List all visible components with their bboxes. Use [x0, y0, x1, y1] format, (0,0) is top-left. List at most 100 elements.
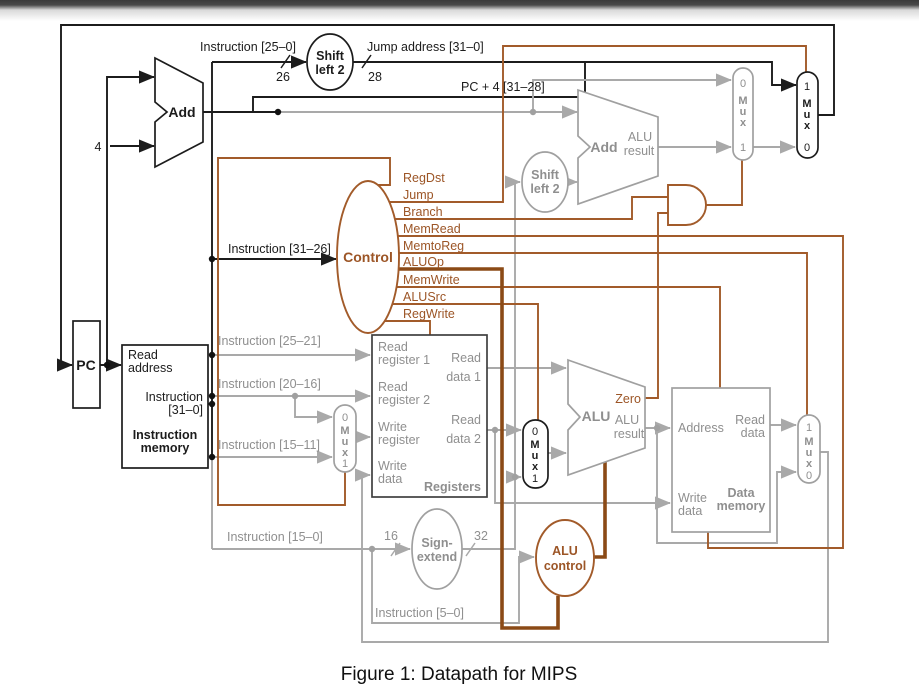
signext-line1: Sign- — [421, 536, 452, 550]
wire-jump-address — [353, 61, 797, 92]
alusrc-mux-1: 1 — [532, 473, 538, 485]
label-jump-address: Jump address [31–0] — [367, 40, 484, 54]
regdst-mux — [333, 404, 357, 473]
junction-dots-black — [103, 108, 282, 461]
branch-mux-0: 0 — [740, 78, 746, 90]
shiftl2-branch-line2: left 2 — [530, 182, 559, 196]
shiftl2-jump-line2: left 2 — [315, 63, 344, 77]
signal-memwrite: MemWrite — [403, 273, 460, 287]
label-instr-15-0: Instruction [15–0] — [227, 530, 323, 544]
aluctl-line2: control — [544, 559, 586, 573]
alusrc-mux-labels: 0 M u x 1 — [530, 426, 539, 485]
aluctl-line1: ALU — [552, 544, 578, 558]
registers-file — [371, 334, 488, 498]
label-pc-plus-4: PC + 4 [31–28] — [461, 80, 545, 94]
pc-adder — [154, 56, 204, 169]
control-label: Control — [343, 249, 393, 265]
regs-rr2b: register 2 — [378, 393, 430, 407]
wire-aluop — [399, 267, 560, 630]
signal-jump: Jump — [403, 188, 434, 202]
branch-mux-1: 1 — [740, 142, 746, 154]
data-memory — [671, 387, 771, 533]
pc-register — [72, 320, 101, 409]
dmem-address: Address — [678, 421, 724, 435]
signal-alusrc: ALUSrc — [403, 290, 446, 304]
imem-out1: Instruction — [145, 390, 203, 404]
label-width-28: 28 — [368, 70, 382, 84]
label-instr-20-16: Instruction [20–16] — [218, 377, 321, 391]
signal-regdst: RegDst — [403, 171, 445, 185]
dmem-rd1: Read — [735, 413, 765, 427]
shift-left-2-branch — [521, 151, 569, 213]
regdst-mux-m: M — [340, 425, 349, 437]
wire-jump — [389, 45, 807, 203]
sign-extend — [411, 508, 463, 590]
branch-adder-label: Add — [590, 139, 617, 155]
label-instr-25-0: Instruction [25–0] — [200, 40, 296, 54]
imem-out2: [31–0] — [168, 403, 203, 417]
wire-memtoreg — [399, 252, 808, 415]
imem-read: Read — [128, 348, 158, 362]
jump-mux-0: 0 — [804, 142, 810, 154]
instruction-memory — [121, 344, 209, 469]
wire-regdst — [217, 157, 391, 506]
regdst-mux-1: 1 — [342, 458, 348, 470]
imem-address: address — [128, 361, 172, 375]
alu-label: ALU — [582, 408, 611, 424]
regdst-mux-u: u — [342, 436, 349, 448]
signal-branch: Branch — [403, 205, 443, 219]
alu — [567, 358, 646, 477]
memtoreg-mux-u: u — [806, 447, 813, 459]
jump-mux-1: 1 — [804, 81, 810, 93]
regs-wra: Write — [378, 420, 407, 434]
alu-result1: ALU — [615, 413, 639, 427]
control-unit — [336, 180, 400, 334]
label-instr-25-21: Instruction [25–21] — [218, 334, 321, 348]
regs-rr1b: register 1 — [378, 353, 430, 367]
regdst-mux-labels: 0 M u x 1 — [340, 412, 349, 470]
memtoreg-mux-m: M — [804, 436, 813, 448]
regs-wdb: data — [378, 472, 402, 486]
wire-aluresult-bypass — [656, 428, 797, 544]
memtoreg-mux-x: x — [806, 458, 813, 470]
regs-rd1a: Read — [451, 351, 481, 365]
wire-memwrite — [396, 286, 721, 388]
wire-memread — [398, 235, 844, 549]
imem-name1: Instruction — [133, 428, 198, 442]
branch-adder — [577, 88, 659, 206]
label-instr-15-11: Instruction [15–11] — [218, 438, 320, 452]
wire-alusrc — [392, 303, 539, 420]
alusrc-mux-u: u — [532, 450, 539, 462]
regs-rd2a: Read — [451, 413, 481, 427]
signext-line2: extend — [417, 550, 457, 564]
shiftl2-jump-line1: Shift — [316, 49, 345, 63]
wire-instr-20-16-to-mux — [294, 396, 333, 424]
regs-rd1b: data 1 — [446, 370, 481, 384]
shiftl2-branch-line1: Shift — [531, 168, 560, 182]
label-width-26: 26 — [276, 70, 290, 84]
label-width-32: 32 — [474, 529, 488, 543]
wire-writedata-mem — [494, 430, 671, 510]
wire-alucontrol-out — [594, 462, 607, 559]
branch-adder-result2: result — [624, 144, 655, 158]
wire-zero — [645, 212, 668, 399]
signal-aluop: ALUOp — [403, 255, 444, 269]
memtoreg-mux-labels: 1 M u x 0 — [804, 422, 813, 482]
alusrc-mux-0: 0 — [532, 426, 538, 438]
label-const-4: 4 — [95, 140, 102, 154]
wire-branch — [395, 196, 668, 220]
dmem-name1: Data — [727, 486, 755, 500]
label-zero: Zero — [615, 392, 641, 406]
branch-mux — [732, 67, 754, 161]
label-width-16: 16 — [384, 529, 398, 543]
wire-and-out — [706, 160, 743, 206]
regs-name: Registers — [424, 480, 481, 494]
figure-caption: Figure 1: Datapath for MIPS — [341, 664, 578, 685]
dmem-wd1: Write — [678, 491, 707, 505]
and-gate — [667, 184, 707, 226]
signal-regwrite: RegWrite — [403, 307, 455, 321]
regs-rd2b: data 2 — [446, 432, 481, 446]
jump-mux-labels: 1 M u x 0 — [802, 81, 811, 154]
